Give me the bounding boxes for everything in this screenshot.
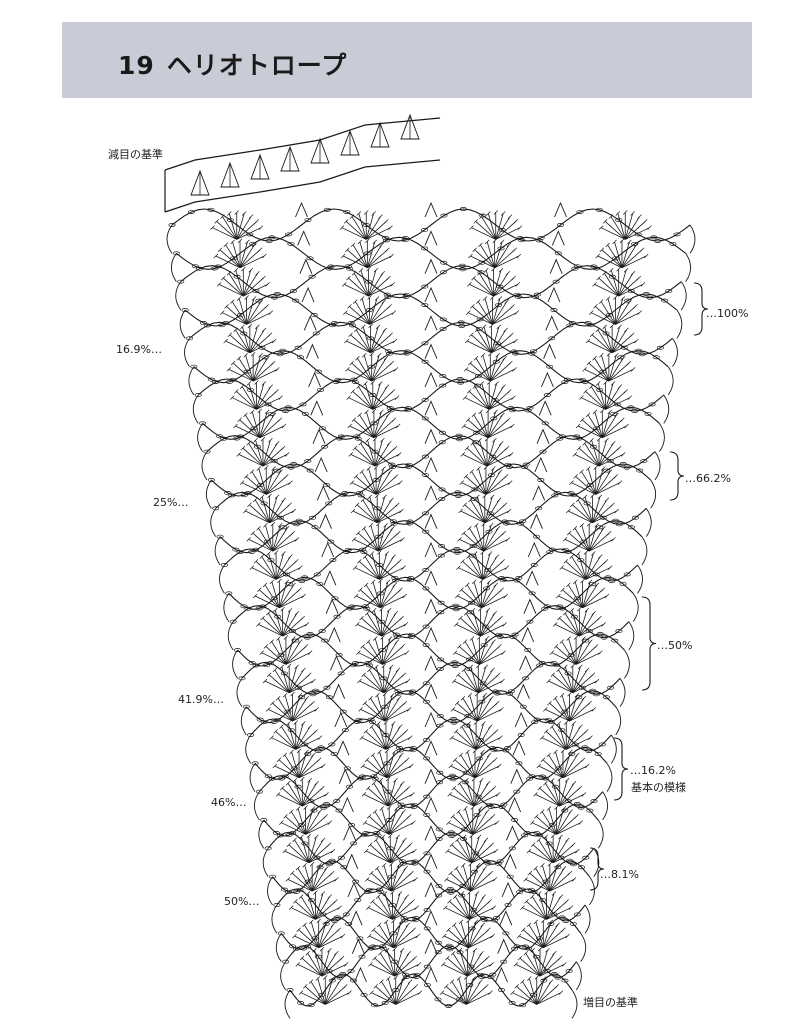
right-percent-2: …66.2% (685, 472, 731, 485)
decrease-reference-label: 減目の基準 (108, 148, 163, 161)
diagram-row (210, 485, 652, 537)
section-braces (589, 282, 709, 891)
diagram-row (179, 286, 683, 339)
diagram-row (184, 315, 678, 367)
diagram-row (253, 768, 609, 821)
right-percent-1: …100% (706, 307, 749, 320)
left-percent-2: 25%… (153, 496, 189, 509)
diagram-row (214, 513, 648, 566)
diagram-row (166, 201, 696, 254)
left-percent-4: 46%… (211, 796, 247, 809)
left-percent-5: 50%… (224, 895, 260, 908)
diagram-row (197, 400, 665, 452)
diagram-row (275, 910, 587, 962)
diagram-row (218, 541, 644, 594)
right-percent-3: …50% (657, 639, 693, 652)
diagram-row (284, 966, 578, 1019)
diagram-row (280, 938, 582, 991)
diagram-row (170, 230, 692, 282)
pattern-number: 19 (118, 51, 155, 80)
diagram-row (249, 740, 613, 792)
diagram-row (271, 881, 591, 934)
diagram-row (205, 456, 657, 509)
diagram-row (232, 626, 630, 679)
diagram-row (192, 371, 670, 424)
left-percent-1: 16.9%… (116, 343, 162, 356)
increase-reference-label: 増目の基準 (583, 996, 638, 1009)
header-band (62, 22, 752, 98)
diagram-row (240, 683, 622, 736)
right-percent-4: …16.2% (630, 764, 676, 777)
basic-pattern-label: 基本の模様 (631, 781, 686, 794)
diagram-row (245, 711, 617, 764)
diagram-row (223, 570, 639, 622)
diagram-row (188, 343, 674, 396)
diagram-row (201, 428, 661, 481)
diagram-row (227, 598, 635, 651)
diagram-rows (166, 201, 696, 1019)
pattern-name: ヘリオトロープ (166, 51, 348, 80)
diagram-row (258, 796, 604, 849)
diagram-row (175, 258, 687, 311)
left-percent-3: 41.9%… (178, 693, 224, 706)
right-percent-5: …8.1% (600, 868, 639, 881)
diagram-row (236, 655, 626, 707)
diagram-row (262, 825, 600, 877)
diagram-row (267, 853, 595, 906)
page-title: 19 ヘリオトロープ (118, 46, 347, 82)
decrease-reference-band (164, 113, 441, 213)
